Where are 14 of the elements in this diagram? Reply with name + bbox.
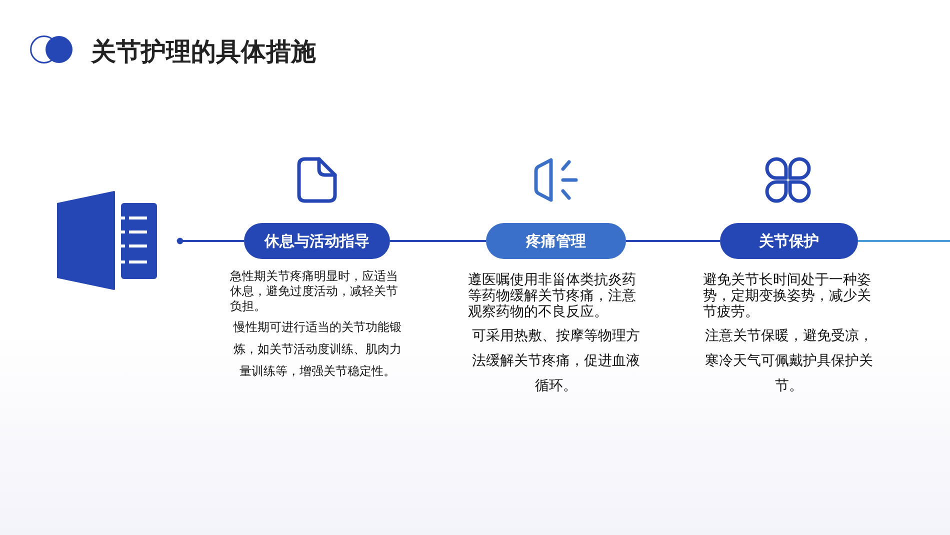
description-text: 可采用热敷、按摩等物理方法缓解关节疼痛，促进血液循环。 [471,327,641,396]
description-text: 急性期关节疼痛明显时，应适当休息，避免过度活动，减轻关节负担。 [230,269,399,314]
step-heading-pill: 休息与活动指导 [244,223,390,259]
timeline-line [858,240,950,242]
description-text: 慢性期可进行适当的关节功能锻炼，如关节活动度训练、肌肉力量训练等，增强关节稳定性。 [232,319,402,380]
description-text: 避免关节长时间处于一种姿势，定期变换姿势，减少关节疲劳。 [703,272,872,320]
description-text: 注意关节保暖，避免受凉，寒冷天气可佩戴护具保护关节。 [704,327,874,396]
step-heading-pill: 关节保护 [720,223,858,259]
timeline-line [390,240,486,242]
timeline-line [176,238,244,244]
slide-title: 关节护理的具体措施 [91,36,316,68]
timeline-line [626,240,720,242]
description-text: 遵医嘱使用非甾体类抗炎药等药物缓解关节疼痛，注意观察药物的不良反应。 [468,272,637,320]
step-heading-pill: 疼痛管理 [486,223,626,259]
